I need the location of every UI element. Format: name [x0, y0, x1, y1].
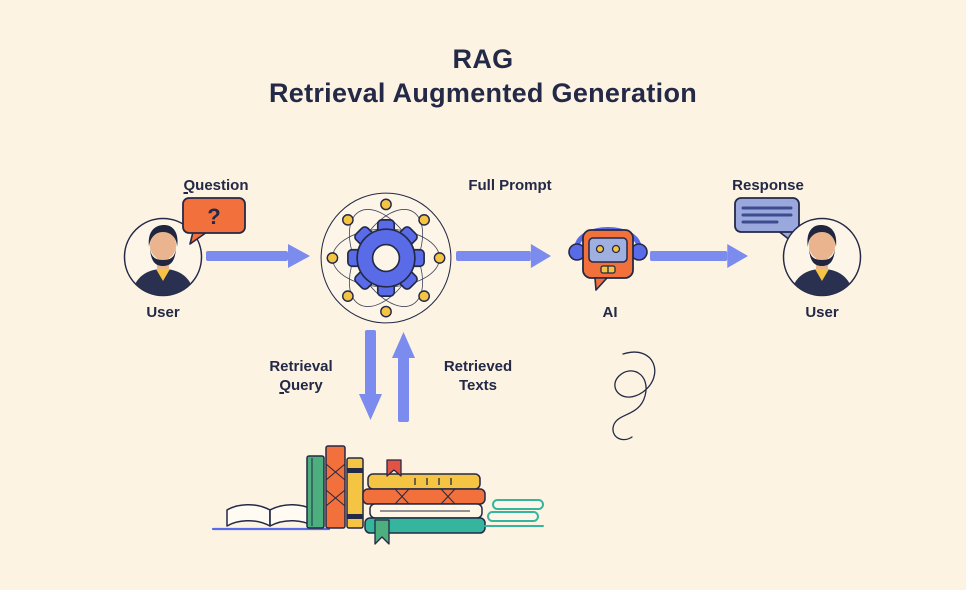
response-label: Response	[732, 177, 804, 194]
question-label-first: Q	[183, 177, 196, 194]
user-right-label: User	[805, 304, 839, 321]
query-rest: uery	[290, 377, 323, 394]
gear-network-icon	[320, 192, 452, 324]
retrieval-query-line1: Retrieval	[269, 358, 333, 375]
user-avatar-left	[123, 217, 203, 297]
question-mark: ?	[207, 204, 220, 229]
squiggle-doodle	[585, 348, 690, 448]
title-line-1: RAG	[452, 44, 514, 74]
retrieval-query-label: Retrieval Query	[241, 357, 361, 395]
retrieval-arrows	[352, 330, 422, 422]
arrow-right-3	[650, 243, 748, 269]
user-avatar-icon	[123, 217, 203, 297]
arrow-right-icon	[456, 244, 551, 268]
user-avatar-icon	[782, 217, 862, 297]
question-label-rest: uestion	[195, 177, 249, 194]
arrow-right-icon	[650, 244, 748, 268]
question-label: Question	[171, 177, 261, 194]
query-first: Q	[279, 377, 291, 394]
books-stack-icon	[211, 445, 544, 545]
arrow-down-up-icon	[359, 330, 415, 422]
squiggle-icon	[612, 351, 656, 441]
retrieval-hub	[318, 190, 454, 326]
ai-label: AI	[602, 304, 618, 321]
ai-robot	[563, 218, 653, 298]
question-bubble: ?	[181, 196, 249, 246]
user-left-label: User	[146, 304, 180, 321]
full-prompt-label: Full Prompt	[468, 177, 552, 194]
retrieved-texts-line2: Texts	[458, 377, 498, 394]
speech-bubble-question-icon: ?	[182, 197, 246, 245]
arrow-right-icon	[206, 244, 310, 268]
page-title: RAG Retrieval Augmented Generation	[0, 42, 966, 110]
retrieved-texts-line1: Retrieved	[443, 358, 513, 375]
retrieved-texts-label: Retrieved Texts	[418, 357, 538, 395]
retrieval-query-line2: Query	[241, 376, 361, 395]
books-illustration	[205, 428, 550, 553]
robot-icon	[568, 227, 648, 291]
arrow-right-1	[206, 243, 310, 269]
gear-icon	[347, 219, 425, 297]
user-avatar-right	[782, 217, 862, 297]
title-line-2: Retrieval Augmented Generation	[268, 78, 698, 108]
arrow-right-2	[456, 243, 551, 269]
